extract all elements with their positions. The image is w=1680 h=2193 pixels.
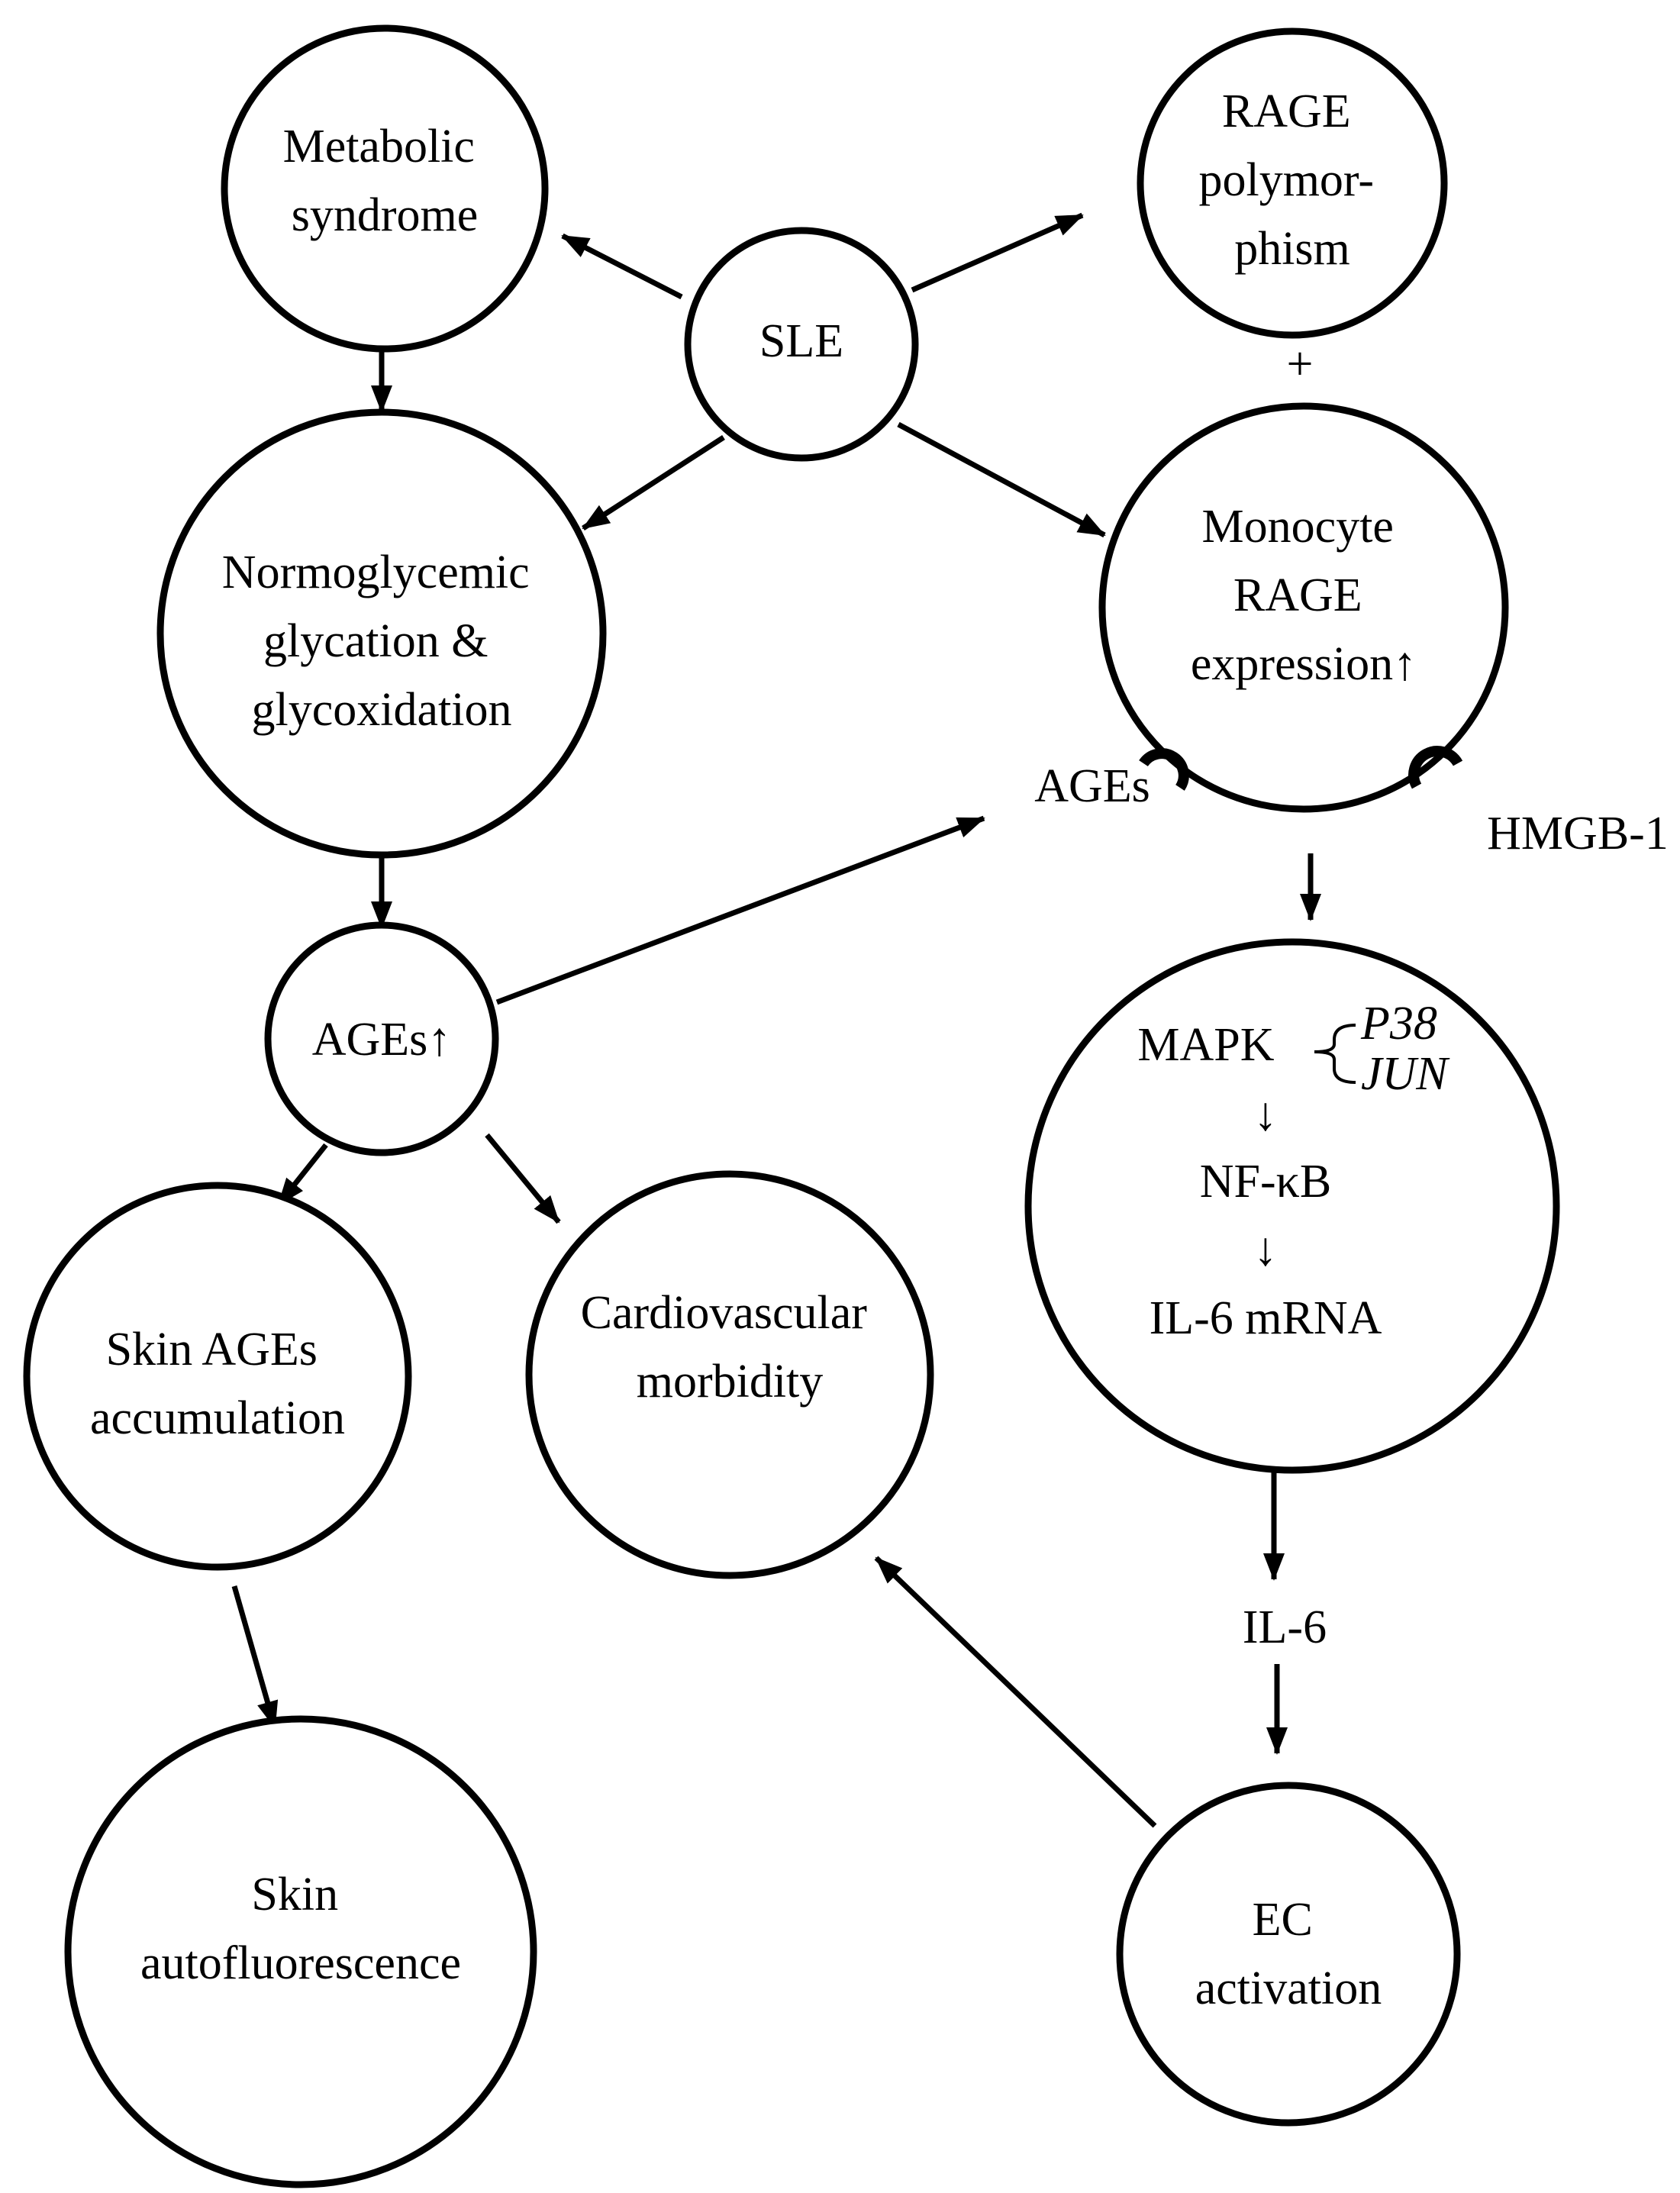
node-monocyte-circle (1098, 402, 1509, 813)
node-mapk-circle (1024, 938, 1560, 1474)
node-label: RAGE (1233, 569, 1362, 621)
node-sle-circle (684, 227, 919, 462)
node-normoglycemic-glycation: Normoglycemic glycation & glycoxidation (156, 408, 607, 859)
node-label: Skin AGEs (106, 1324, 318, 1375)
node-skin-auto-circle (64, 1715, 537, 2188)
arrow-sle-to-rage-polymorphism (911, 212, 1084, 293)
node-rage-poly-circle (1137, 27, 1448, 339)
node-label: autofluorescence (140, 1937, 461, 1989)
node-rage-polymorphism: RAGE polymor- phism (1137, 27, 1448, 339)
label-ages-ligand: AGEs (1034, 760, 1150, 812)
arrow-sle-to-monocyte (897, 421, 1106, 538)
il6-mrna-label: IL-6 mRNA (1150, 1292, 1382, 1344)
svg-text:Metabolic syndrome: Metabolic syndrome (283, 121, 487, 241)
node-label: Skin (251, 1869, 338, 1920)
node-sle: SLE (684, 227, 919, 462)
node-label: Cardiovascular (581, 1287, 868, 1339)
node-label: morbidity (637, 1356, 824, 1408)
node-skin-autofluorescence: Skin autofluorescence (64, 1715, 537, 2188)
node-label: activation (1195, 1962, 1382, 2014)
arrow-ages-up-to-skin-ages (276, 1143, 328, 1207)
node-ages-increased: AGEs↑ (264, 921, 499, 1156)
mapk-label: MAPK (1137, 1019, 1274, 1071)
arrows (231, 212, 1321, 1828)
svg-text:AGEs↑: AGEs↑ (312, 1014, 452, 1066)
node-label: SLE (759, 315, 843, 367)
node-cardio-circle (525, 1170, 934, 1579)
node-label: AGEs↑ (312, 1014, 452, 1066)
branch-p38: P38 (1360, 998, 1437, 1050)
node-label: RAGE (1222, 85, 1351, 137)
mapk-branch-brace (1314, 1024, 1356, 1084)
receptor-cap-ages (1139, 748, 1189, 791)
label-hmgb1: HMGB-1 (1487, 808, 1669, 859)
arrow-ages-up-to-cardio (485, 1133, 561, 1224)
svg-text:EC activation: EC activation (1195, 1894, 1382, 2014)
node-mapk-cascade: MAPK P38 JUN ↓ NF-κB ↓ IL-6 mRNA (1024, 938, 1560, 1474)
svg-text:Monocyte RAGE expr: Monocyte RAGE expression↑ (1191, 501, 1417, 690)
arrow-skin-ages-to-skin-auto (231, 1585, 279, 1729)
plus-sign: + (1287, 338, 1314, 390)
node-ages-up-circle (264, 921, 499, 1156)
node-label: polymor- (1198, 154, 1374, 206)
arrow-sle-to-metabolic (561, 233, 683, 300)
nfkb-label: NF-κB (1200, 1156, 1332, 1208)
node-label: Normoglycemic (222, 547, 530, 598)
node-label: glycation & (263, 615, 488, 667)
node-metabolic-syndrome: Metabolic syndrome (221, 24, 549, 353)
cascade-down-arrow: ↓ (1254, 1088, 1278, 1140)
svg-text:Skin AGEs accumulation: Skin AGEs accumulation (90, 1324, 345, 1444)
node-label: expression↑ (1191, 638, 1417, 690)
node-label: syndrome (292, 189, 479, 241)
branch-jun: JUN (1361, 1048, 1450, 1100)
arrow-ages-up-to-ages-ligand (495, 815, 985, 1005)
node-label: accumulation (90, 1392, 345, 1444)
svg-text:SLE: SLE (759, 315, 843, 367)
node-skin-ages-circle (23, 1182, 412, 1571)
node-skin-ages-accumulation: Skin AGEs accumulation (23, 1182, 412, 1571)
receptor-cap-hmgb1 (1408, 746, 1463, 789)
node-label: Monocyte (1202, 501, 1394, 553)
node-cardiovascular-morbidity: Cardiovascular morbidity (525, 1170, 934, 1579)
svg-text:Normoglycemic glycation: Normoglycemic glycation & glycoxidation (222, 547, 541, 736)
node-label: glycoxidation (252, 684, 512, 736)
node-ec-circle (1116, 1782, 1461, 2127)
cascade-down-arrow: ↓ (1254, 1224, 1278, 1275)
node-normoglycemic-circle (156, 408, 607, 859)
node-metabolic-circle (221, 24, 549, 353)
label-il6: IL-6 (1243, 1601, 1327, 1653)
svg-text:RAGE polymor- phis: RAGE polymor- phism (1198, 85, 1385, 275)
node-label: EC (1253, 1894, 1313, 1946)
arrow-sle-to-normoglycemic (582, 435, 725, 531)
node-monocyte-rage-expression: Monocyte RAGE expression↑ (1098, 402, 1509, 813)
node-label: Metabolic (283, 121, 475, 173)
svg-text:Skin autofluorescence: Skin autofluorescence (140, 1869, 461, 1989)
node-label: phism (1234, 223, 1350, 275)
arrow-ec-to-cardio (874, 1556, 1157, 1828)
svg-text:Cardiovascular morbidity: Cardiovascular morbidity (581, 1287, 879, 1408)
node-ec-activation: EC activation (1116, 1782, 1461, 2127)
